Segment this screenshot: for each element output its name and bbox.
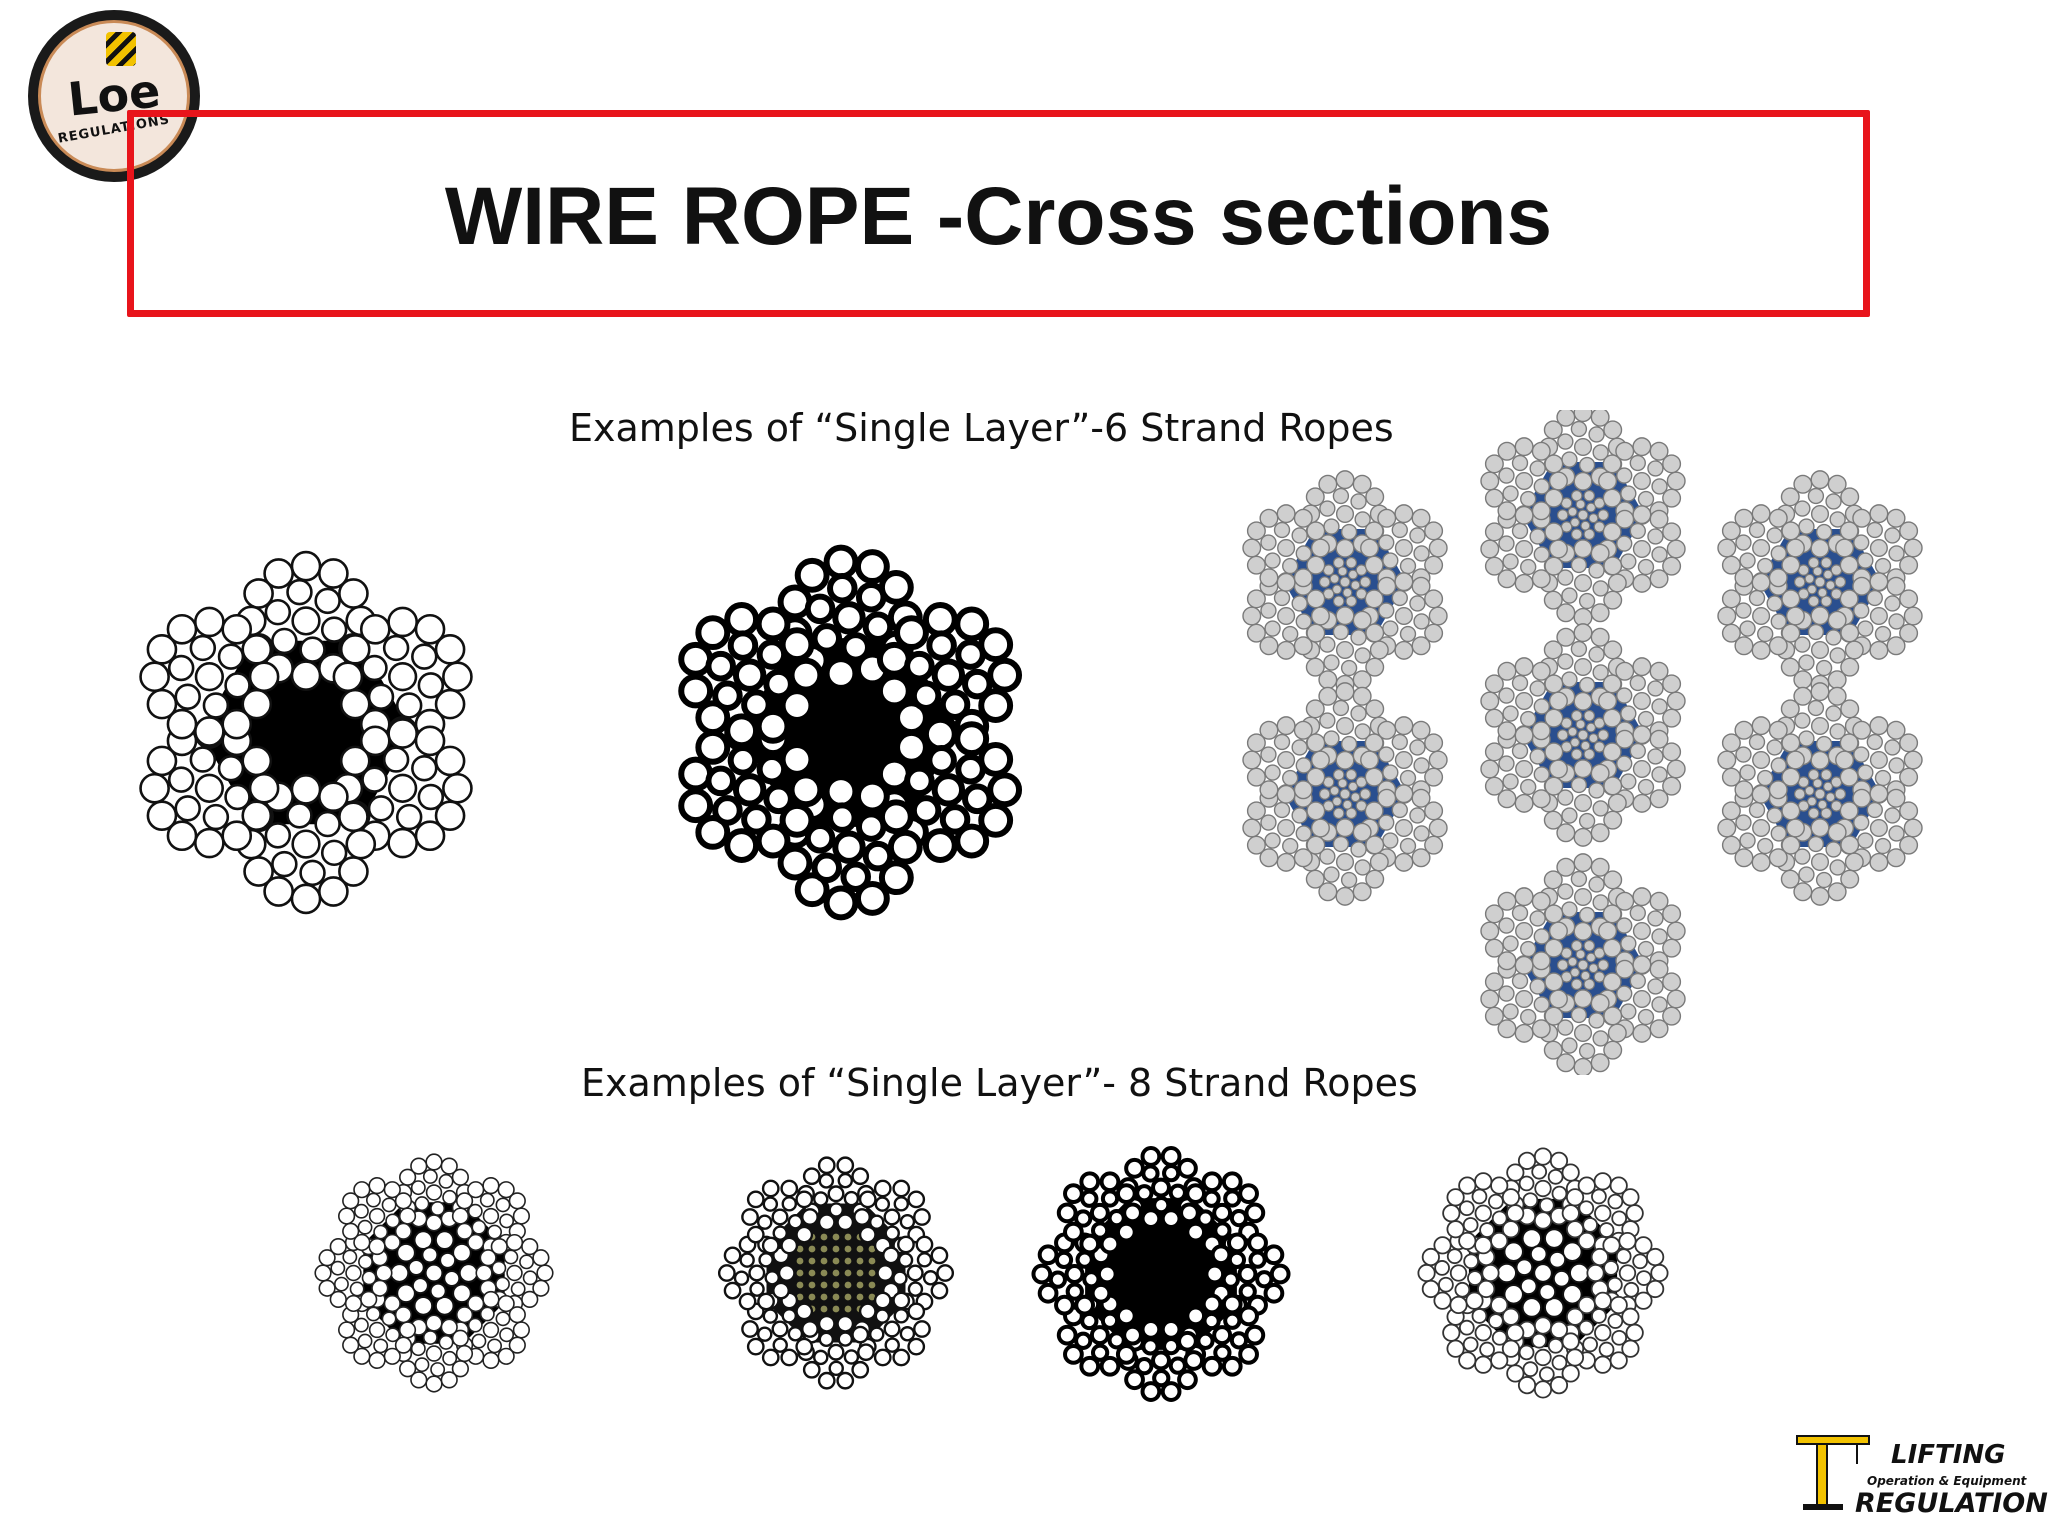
eight-strand-caption: Examples of “Single Layer”- 8 Strand Rop… bbox=[581, 1061, 1418, 1105]
rope-8-strand-diagram-1 bbox=[314, 1153, 554, 1393]
rope-6-strand-diagram-1 bbox=[139, 550, 473, 915]
lifting-regulations-logo: LIFTING Operation & Equipment REGULATION… bbox=[1795, 1422, 2048, 1522]
logo-line-3: REGULATIONS bbox=[1855, 1488, 2048, 1519]
six-strand-caption: Examples of “Single Layer”-6 Strand Rope… bbox=[569, 406, 1394, 450]
crane-icon bbox=[1796, 1435, 1870, 1510]
logo-line-1: LIFTING bbox=[1891, 1440, 2006, 1470]
title-frame bbox=[127, 110, 1870, 317]
crane-hook-icon bbox=[106, 32, 136, 66]
logo-line-2: Operation & Equipment bbox=[1867, 1474, 2027, 1488]
page-title: WIRE ROPE -Cross sections bbox=[444, 171, 1553, 262]
rope-8-strand-diagram-3 bbox=[1031, 1146, 1291, 1402]
rope-8-strand-diagram-2 bbox=[717, 1156, 955, 1390]
rope-8-strand-diagram-4 bbox=[1417, 1147, 1669, 1399]
rope-6-strand-diagram-2 bbox=[678, 544, 1023, 921]
rope-6x-composite-diagram bbox=[1242, 410, 1923, 1075]
loe-regulations-logo: Loe REGULATIONS bbox=[28, 10, 200, 182]
